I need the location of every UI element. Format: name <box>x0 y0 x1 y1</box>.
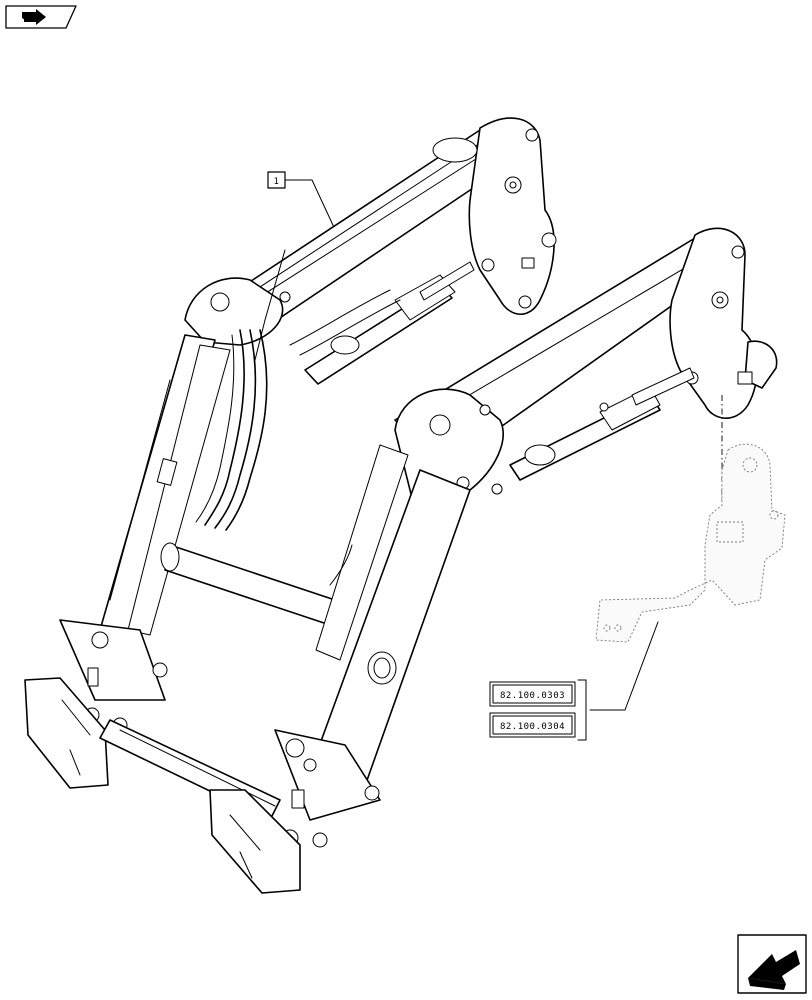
reference-label-1-text: 82.100.0303 <box>500 691 565 701</box>
reference-label-1[interactable]: 82.100.0303 <box>489 681 576 707</box>
reference-bracket <box>577 679 587 741</box>
callout-1-label: 1 <box>274 177 280 187</box>
callout-1[interactable]: 1 <box>267 171 286 189</box>
reference-label-2-text: 82.100.0304 <box>500 722 565 732</box>
right-boom-arm <box>209 227 778 894</box>
left-boom-arm <box>24 117 557 789</box>
reference-leader <box>589 621 659 711</box>
book-arrow-icon[interactable] <box>5 5 77 29</box>
reference-label-2[interactable]: 82.100.0304 <box>489 712 576 738</box>
next-page-arrow-icon[interactable] <box>737 934 807 994</box>
callout-1-leader <box>284 179 339 237</box>
mounting-bracket-part <box>595 443 786 643</box>
